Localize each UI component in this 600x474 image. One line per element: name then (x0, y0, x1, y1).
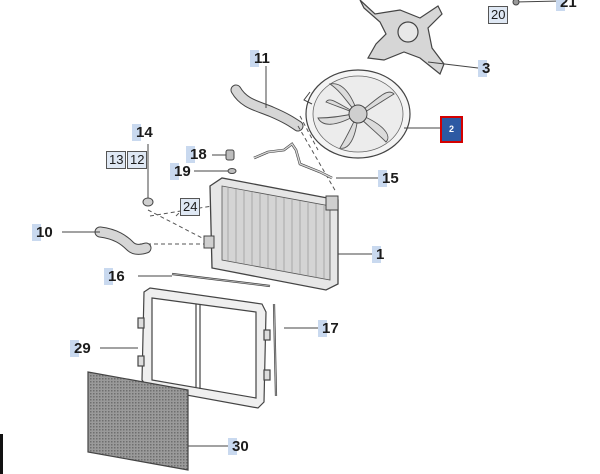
callout-label: 1 (376, 246, 385, 263)
fan-bracket (359, 0, 445, 75)
label-tab (132, 124, 141, 141)
label-tab (556, 0, 565, 11)
cap-14 (142, 197, 154, 207)
callout-19[interactable]: 19 (170, 163, 191, 180)
radiator-frame (137, 287, 271, 409)
label-tab (228, 438, 237, 455)
callout-18[interactable]: 18 (186, 146, 207, 163)
seal-strip (171, 272, 271, 288)
cooling-fan (303, 69, 411, 159)
label-tab (32, 224, 41, 241)
edge-marker (0, 434, 3, 474)
callout-14[interactable]: 14 (132, 124, 153, 141)
callout-label: 29 (74, 340, 91, 357)
leader-21 (514, 0, 561, 3)
callout-21[interactable]: 21 (556, 0, 577, 11)
boxed-label-13[interactable]: 13 (106, 151, 127, 169)
callout-30[interactable]: 30 (228, 438, 249, 455)
callout-29[interactable]: 29 (70, 340, 91, 357)
callout-10[interactable]: 10 (32, 224, 53, 241)
callout-label: 14 (136, 124, 153, 141)
callout-label: 30 (232, 438, 249, 455)
radiator (203, 177, 339, 291)
clip-18 (225, 149, 235, 161)
label-tab (478, 60, 487, 77)
upper-hose (230, 84, 304, 132)
selected-callout-2[interactable]: 2 (440, 116, 463, 143)
label-tab (372, 246, 381, 263)
callout-label: 10 (36, 224, 53, 241)
callout-label: 18 (190, 146, 207, 163)
leader-3 (427, 61, 479, 69)
callout-11[interactable]: 11 (250, 50, 270, 67)
lower-hose (94, 226, 152, 255)
callout-label: 19 (174, 163, 191, 180)
callout-label: 21 (560, 0, 577, 11)
boxed-label-20[interactable]: 20 (488, 6, 509, 24)
label-tab (104, 268, 113, 285)
callout-1[interactable]: 1 (372, 246, 384, 263)
callout-label: 15 (382, 170, 399, 187)
side-seal (272, 303, 278, 397)
label-tab (70, 340, 79, 357)
callout-label: 3 (482, 60, 491, 77)
callout-label: 17 (322, 320, 339, 337)
label-tab (186, 146, 195, 163)
vent-pipe (253, 142, 333, 180)
label-tab (170, 163, 179, 180)
label-tab (318, 320, 327, 337)
condenser (87, 371, 189, 471)
callout-3[interactable]: 3 (478, 60, 490, 77)
boxed-label-24[interactable]: 24 (180, 198, 201, 216)
label-tab (250, 50, 259, 67)
label-tab (378, 170, 387, 187)
callout-label: 11 (254, 50, 270, 67)
washer-19 (227, 168, 237, 174)
callout-16[interactable]: 16 (104, 268, 125, 285)
callout-17[interactable]: 17 (318, 320, 339, 337)
callout-label: 16 (108, 268, 125, 285)
bolt-21 (512, 0, 520, 6)
boxed-label-12[interactable]: 12 (127, 151, 148, 169)
callout-15[interactable]: 15 (378, 170, 399, 187)
